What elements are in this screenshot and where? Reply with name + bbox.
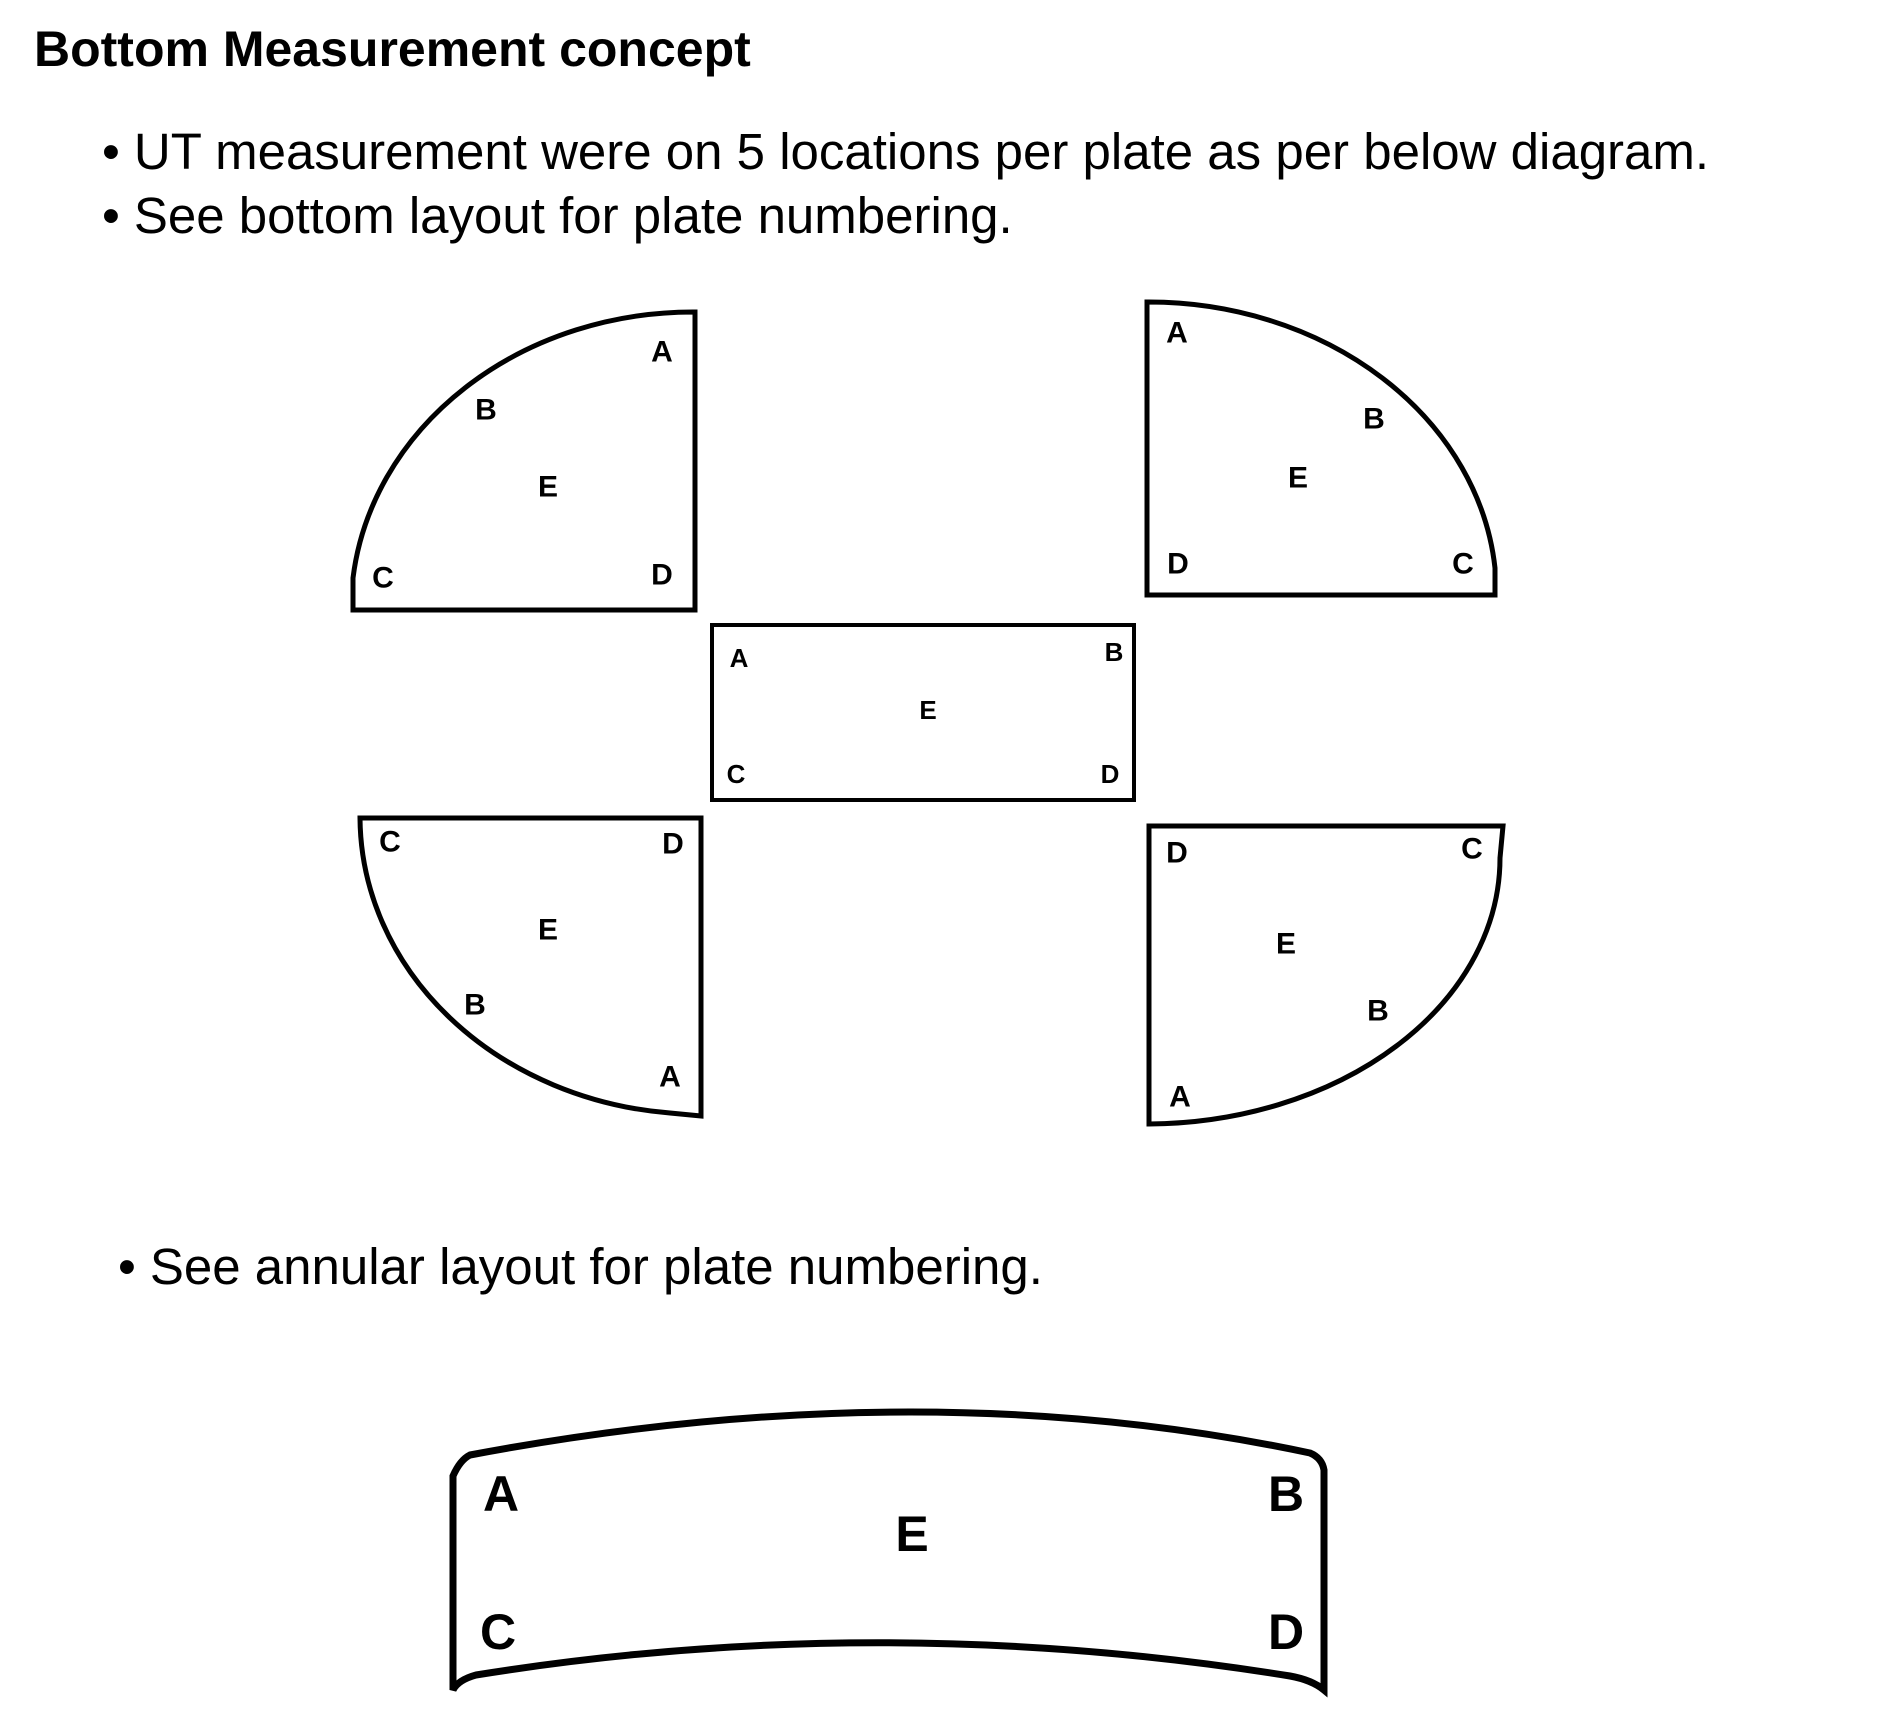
point-label-c: C (1452, 548, 1474, 581)
top-right-plate: A B E D C (1144, 299, 1498, 598)
point-label-a: A (659, 1061, 681, 1094)
top-right-plate-outline (1144, 299, 1498, 598)
bottom-left-plate: C D E B A (357, 815, 704, 1119)
center-plate: A B E C D (710, 623, 1136, 802)
point-label-b: B (1105, 637, 1124, 667)
top-left-plate: A B E C D (350, 309, 698, 613)
bottom-right-plate: D C E B A (1146, 823, 1506, 1127)
point-label-e: E (919, 695, 936, 725)
point-label-c: C (480, 1604, 516, 1660)
point-label-a: A (730, 643, 749, 673)
point-label-a: A (1169, 1081, 1191, 1114)
point-label-e: E (895, 1506, 928, 1562)
point-label-a: A (483, 1466, 519, 1522)
point-label-c: C (1461, 833, 1483, 866)
center-plate-outline (710, 623, 1136, 802)
point-label-c: C (379, 826, 401, 859)
bullet-text: See annular layout for plate numbering. (149, 1238, 1043, 1295)
point-label-d: D (1101, 759, 1120, 789)
point-label-b: B (475, 394, 497, 427)
annular-plate: A B E C D (449, 1408, 1328, 1698)
point-label-d: D (662, 828, 684, 861)
bullet-dot: • (118, 1238, 136, 1295)
point-label-b: B (1363, 403, 1385, 436)
point-label-d: D (1167, 548, 1189, 581)
bullet-dot: • (102, 123, 120, 180)
bullet-bottom-layout: •See bottom layout for plate numbering. (102, 186, 1013, 246)
point-label-a: A (1166, 317, 1188, 350)
bottom-right-plate-outline (1146, 823, 1506, 1127)
point-label-b: B (1367, 995, 1389, 1028)
bullet-ut-measurement: •UT measurement were on 5 locations per … (102, 122, 1709, 182)
point-label-d: D (1166, 837, 1188, 870)
bottom-left-plate-outline (357, 815, 704, 1119)
annular-plate-outline (449, 1408, 1328, 1698)
point-label-b: B (1268, 1466, 1304, 1522)
bullet-dot: • (102, 187, 120, 244)
point-label-e: E (538, 914, 558, 947)
point-label-d: D (1268, 1604, 1304, 1660)
point-label-c: C (727, 759, 746, 789)
point-label-e: E (1288, 462, 1308, 495)
bullet-text: UT measurement were on 5 locations per p… (133, 123, 1710, 180)
point-label-b: B (464, 989, 486, 1022)
point-label-e: E (538, 471, 558, 504)
page-title: Bottom Measurement concept (34, 21, 751, 77)
point-label-d: D (651, 559, 673, 592)
point-label-a: A (651, 336, 673, 369)
point-label-c: C (372, 562, 394, 595)
top-left-plate-outline (350, 309, 698, 613)
point-label-e: E (1276, 928, 1296, 961)
bullet-text: See bottom layout for plate numbering. (133, 187, 1013, 244)
bullet-annular-layout: •See annular layout for plate numbering. (118, 1237, 1043, 1297)
